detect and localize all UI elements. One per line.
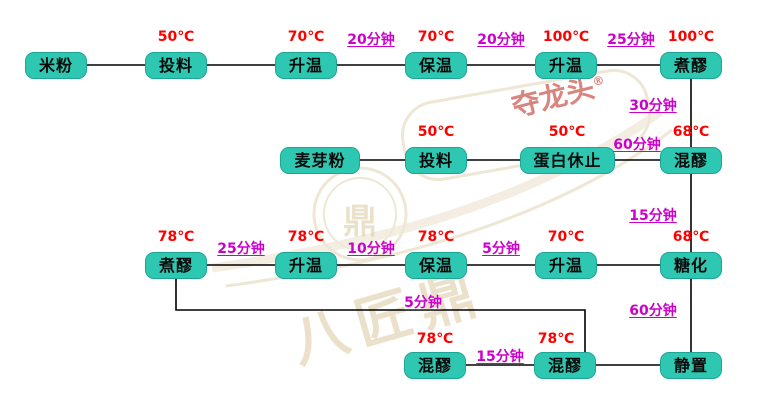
time-label: 10分钟 (347, 241, 395, 257)
temp-label: 68℃ (672, 229, 710, 245)
node-settle: 静置 (660, 352, 722, 379)
temp-label: 50℃ (157, 29, 195, 45)
node-hold-r1: 保温 (405, 52, 467, 79)
time-label-boil3-to-mix4: 5分钟 (404, 295, 442, 311)
node-boil-mash-r3: 煮醪 (145, 252, 207, 279)
time-label: 5分钟 (482, 241, 520, 257)
temp-label: 78℃ (537, 331, 575, 347)
node-boil-mash-r1: 煮醪 (660, 52, 722, 79)
temp-label: 70℃ (417, 29, 455, 45)
temp-label: 78℃ (416, 331, 454, 347)
node-heatup-r1a: 升温 (275, 52, 337, 79)
node-feed-r2: 投料 (405, 147, 467, 174)
time-label: 25分钟 (217, 241, 265, 257)
node-heatup-r1b: 升温 (535, 52, 597, 79)
node-heatup-r3b: 升温 (535, 252, 597, 279)
node-feed-r1: 投料 (145, 52, 207, 79)
node-hold-r3: 保温 (405, 252, 467, 279)
temp-label: 70℃ (547, 229, 585, 245)
time-label: 20分钟 (477, 32, 525, 48)
time-label: 20分钟 (347, 32, 395, 48)
node-mix-mash-r4a: 混醪 (404, 352, 466, 379)
time-label: 60分钟 (613, 137, 661, 153)
temp-label: 100℃ (542, 29, 590, 45)
temp-label: 50℃ (548, 124, 586, 140)
temp-label: 100℃ (667, 29, 715, 45)
node-heatup-r3a: 升温 (275, 252, 337, 279)
temp-label: 78℃ (417, 229, 455, 245)
temp-label: 70℃ (287, 29, 325, 45)
time-label-boil1-to-mix2: 30分钟 (629, 98, 677, 114)
node-mix-mash-r4b: 混醪 (534, 352, 596, 379)
temp-label: 50℃ (417, 124, 455, 140)
node-rice-flour: 米粉 (25, 52, 87, 79)
node-mix-mash-r2: 混醪 (660, 147, 722, 174)
time-label-mix2-to-saccharify: 15分钟 (629, 208, 677, 224)
temp-label: 78℃ (287, 229, 325, 245)
watermark-seal-icon: 鼎 (343, 202, 377, 242)
temp-label: 78℃ (157, 229, 195, 245)
node-malt-flour: 麦芽粉 (280, 147, 360, 174)
time-label: 15分钟 (476, 349, 524, 365)
node-saccharify: 糖化 (660, 252, 722, 279)
temp-label: 68℃ (672, 124, 710, 140)
time-label: 25分钟 (607, 32, 655, 48)
node-protein-rest: 蛋白休止 (520, 147, 615, 174)
time-label-saccharify-to-rest: 60分钟 (629, 303, 677, 319)
